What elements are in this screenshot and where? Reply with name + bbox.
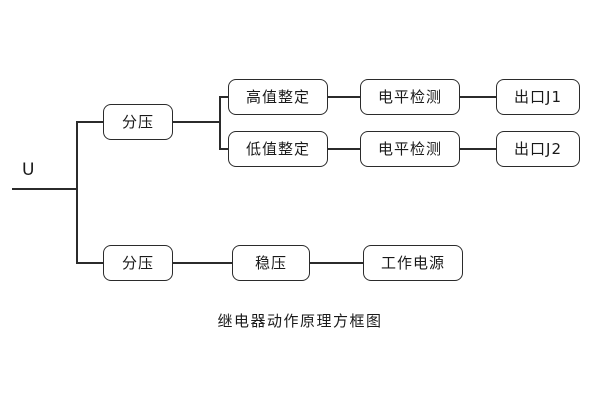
node-level-detect-2[interactable]: 电平检测 [360,131,460,167]
wire-level-detect-2-to-output-j2 [460,148,497,150]
wire-split-to-low-set [219,148,230,150]
wire-divider-top-out [173,121,220,123]
wire-low-set-to-level-detect-2 [328,148,361,150]
node-divider-bottom[interactable]: 分压 [103,245,173,281]
wire-level-detect-1-to-output-j1 [460,96,497,98]
node-high-set[interactable]: 高值整定 [228,79,328,115]
node-low-set[interactable]: 低值整定 [228,131,328,167]
node-regulator[interactable]: 稳压 [232,245,310,281]
wire-divider-bottom-to-regulator [173,262,233,264]
wire-bus-to-divider-bottom [76,262,105,264]
node-work-supply[interactable]: 工作电源 [363,245,463,281]
diagram-caption: 继电器动作原理方框图 [217,312,383,330]
wire-source-horizontal [12,188,78,190]
wire-split-vertical [219,96,221,149]
wire-bus-to-divider-top [76,121,105,123]
wire-split-to-high-set [219,96,230,98]
node-output-j1[interactable]: 出口J1 [496,79,580,115]
wire-source-bus-vertical [76,121,78,264]
wire-regulator-to-work-supply [310,262,364,264]
node-output-j2[interactable]: 出口J2 [496,131,580,167]
source-label: U [22,160,35,180]
node-divider-top[interactable]: 分压 [103,104,173,140]
node-level-detect-1[interactable]: 电平检测 [360,79,460,115]
wire-high-set-to-level-detect-1 [328,96,361,98]
